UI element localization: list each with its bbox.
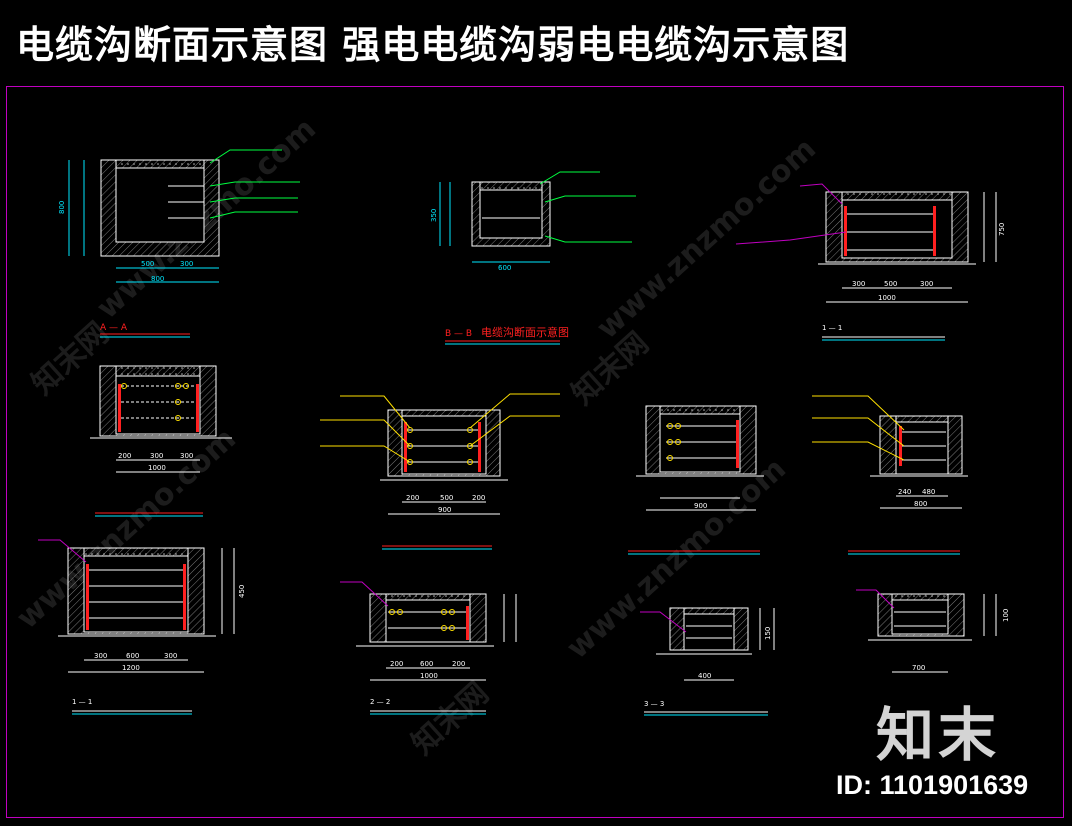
section-caption: 电缆沟断面示意图 <box>481 325 569 339</box>
section-row3-middle: 200 600 200 1000 2 — 2 <box>340 581 517 715</box>
dim-text: 200 <box>452 660 465 668</box>
dim-text: 1000 <box>148 464 166 472</box>
section-title: 1 — 1 <box>822 324 842 332</box>
section-row3-rmid: 150 400 3 — 3 <box>640 607 775 716</box>
dim-text: 300 <box>150 452 163 460</box>
dim-text: 900 <box>438 506 451 514</box>
dim-text: 600 <box>126 652 139 660</box>
section-bb: 350 600 B — B 电缆沟断面示意图 <box>430 171 636 345</box>
dim-text: 200 <box>406 494 419 502</box>
dim-text: 750 <box>998 223 1006 236</box>
dim-text: 300 <box>180 452 193 460</box>
dim-text: 300 <box>852 280 865 288</box>
dim-text: 300 <box>94 652 107 660</box>
dim-text: 500 <box>141 260 154 268</box>
section-row3-right: 100 700 <box>856 589 1010 673</box>
dim-text: 200 <box>118 452 131 460</box>
dim-text: 600 <box>420 660 433 668</box>
section-row2-rmid: 900 <box>628 405 764 555</box>
section-title: B — B <box>445 329 472 339</box>
dim-text: 300 <box>164 652 177 660</box>
dim-text: 100 <box>1002 609 1010 622</box>
dim-text: 700 <box>912 664 925 672</box>
dim-text: 600 <box>498 264 511 272</box>
brand-logo: 知末 <box>876 701 1001 769</box>
dim-text: 450 <box>238 585 246 598</box>
dim-text: 900 <box>694 502 707 510</box>
dim-text: 500 <box>440 494 453 502</box>
section-row2-middle: 200 500 200 900 <box>320 393 560 550</box>
dim-text: 150 <box>764 627 772 640</box>
section-row2-left: 200 300 300 1000 <box>90 365 232 517</box>
dim-text: 1000 <box>878 294 896 302</box>
dim-text: 200 <box>390 660 403 668</box>
page-title: 电缆沟断面示意图 强电电缆沟弱电电缆沟示意图 <box>16 23 850 67</box>
section-title: A — A <box>100 323 128 333</box>
section-aa: 800 500 300 800 A — A <box>58 149 300 338</box>
id-label: ID: 1101901639 <box>836 770 1029 800</box>
dim-text: 480 <box>922 488 935 496</box>
section-row2-right: 240 480 800 <box>812 395 968 555</box>
dim-text: 400 <box>698 672 711 680</box>
dim-text: 200 <box>472 494 485 502</box>
dim-text: 300 <box>920 280 933 288</box>
section-row3-left: 450 300 600 300 1200 1 — 1 <box>38 539 246 715</box>
dim-text: 800 <box>914 500 927 508</box>
dim-text: 300 <box>180 260 193 268</box>
dim-text: 500 <box>884 280 897 288</box>
dim-text: 1200 <box>122 664 140 672</box>
dim-text: 800 <box>58 201 66 214</box>
section-title: 1 — 1 <box>72 698 92 706</box>
dim-text: 1000 <box>420 672 438 680</box>
section-title: 3 — 3 <box>644 700 664 708</box>
dim-text: 350 <box>430 209 438 222</box>
section-top-right: 750 300 500 300 1000 1 — 1 <box>735 183 1006 341</box>
dim-text: 800 <box>151 275 164 283</box>
drawing-frame <box>6 86 1064 818</box>
dim-text: 240 <box>898 488 911 496</box>
section-title: 2 — 2 <box>370 698 390 706</box>
